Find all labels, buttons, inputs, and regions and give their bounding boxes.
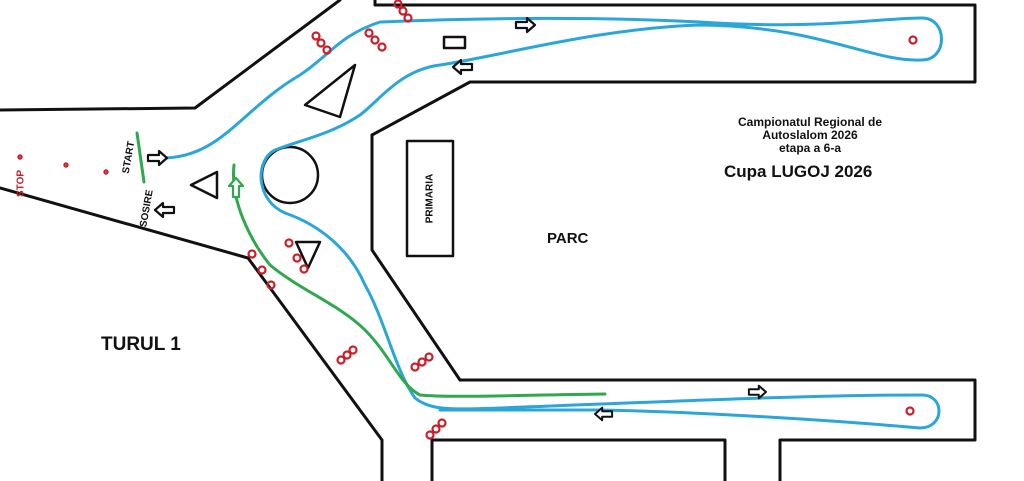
cone-icon <box>63 162 69 168</box>
cup-title: Cupa LUGOJ 2026 <box>724 162 873 181</box>
cone-icon <box>292 253 302 263</box>
cone-icon <box>322 45 332 55</box>
stop-label: STOP <box>15 169 27 198</box>
cone-icon <box>410 362 420 372</box>
primaria-building <box>405 139 455 258</box>
cone-icon <box>247 249 257 259</box>
roundabout-icon <box>260 145 320 205</box>
championship-line-1: Campionatul Regional de <box>737 115 882 129</box>
road-edge-park-left <box>370 133 462 382</box>
cone-icon <box>393 0 403 9</box>
road-edge-bottom-street-top <box>458 378 977 481</box>
cone-icon <box>370 35 380 45</box>
cone-icon <box>299 264 309 274</box>
route-start-path <box>231 163 607 398</box>
cone-icon <box>364 28 374 38</box>
cone-icon <box>17 154 23 160</box>
road-edge-top-street <box>370 0 977 137</box>
cone-icon <box>425 430 435 440</box>
arrow-icon <box>146 149 169 167</box>
cone-icon <box>424 352 434 362</box>
cone-icon <box>284 238 294 248</box>
triangle-island-icon <box>189 170 219 200</box>
cone-icon <box>103 169 109 175</box>
start-line <box>135 131 146 184</box>
road-edge-upper-left <box>0 0 342 112</box>
traffic-cones <box>17 0 918 440</box>
cone-icon <box>403 13 413 23</box>
cone-icon <box>266 280 276 290</box>
cone-icon <box>316 38 326 48</box>
arrow-icon <box>451 58 474 76</box>
route-main-path <box>156 16 943 430</box>
cone-icon <box>417 357 427 367</box>
championship-line-2: Autoslalom 2026 <box>762 128 858 142</box>
round-label: TURUL 1 <box>101 334 181 355</box>
arrow-icon <box>514 16 537 34</box>
championship-title: Campionatul Regional de Autoslalom 2026 … <box>715 116 905 155</box>
marker-box-icon <box>442 35 467 50</box>
triangle-island-icon <box>303 63 357 119</box>
arrow-icon <box>227 176 245 199</box>
arrow-icon <box>747 384 767 400</box>
cone-icon <box>311 31 321 41</box>
direction-arrows <box>146 16 767 422</box>
cone-icon <box>336 355 346 365</box>
road-edge-bottom-street-bottom <box>430 438 727 481</box>
cone-icon <box>437 418 447 428</box>
cone-icon <box>398 6 408 16</box>
cone-icon <box>377 42 387 52</box>
road-edge-lower-left <box>0 186 384 481</box>
park-label: PARC <box>547 230 589 247</box>
cone-icon <box>348 345 358 355</box>
triangle-island-icon <box>294 240 322 270</box>
cone-icon <box>431 424 441 434</box>
building-label: PRIMARIA <box>424 173 436 224</box>
road-outlines <box>0 0 977 481</box>
arrow-icon <box>153 201 176 219</box>
cone-icon <box>257 265 267 275</box>
championship-line-3: etapa a 6-a <box>778 141 842 155</box>
arrow-icon <box>594 406 614 422</box>
cone-icon <box>908 35 918 45</box>
cone-icon <box>342 350 352 360</box>
cone-icon <box>905 406 915 416</box>
